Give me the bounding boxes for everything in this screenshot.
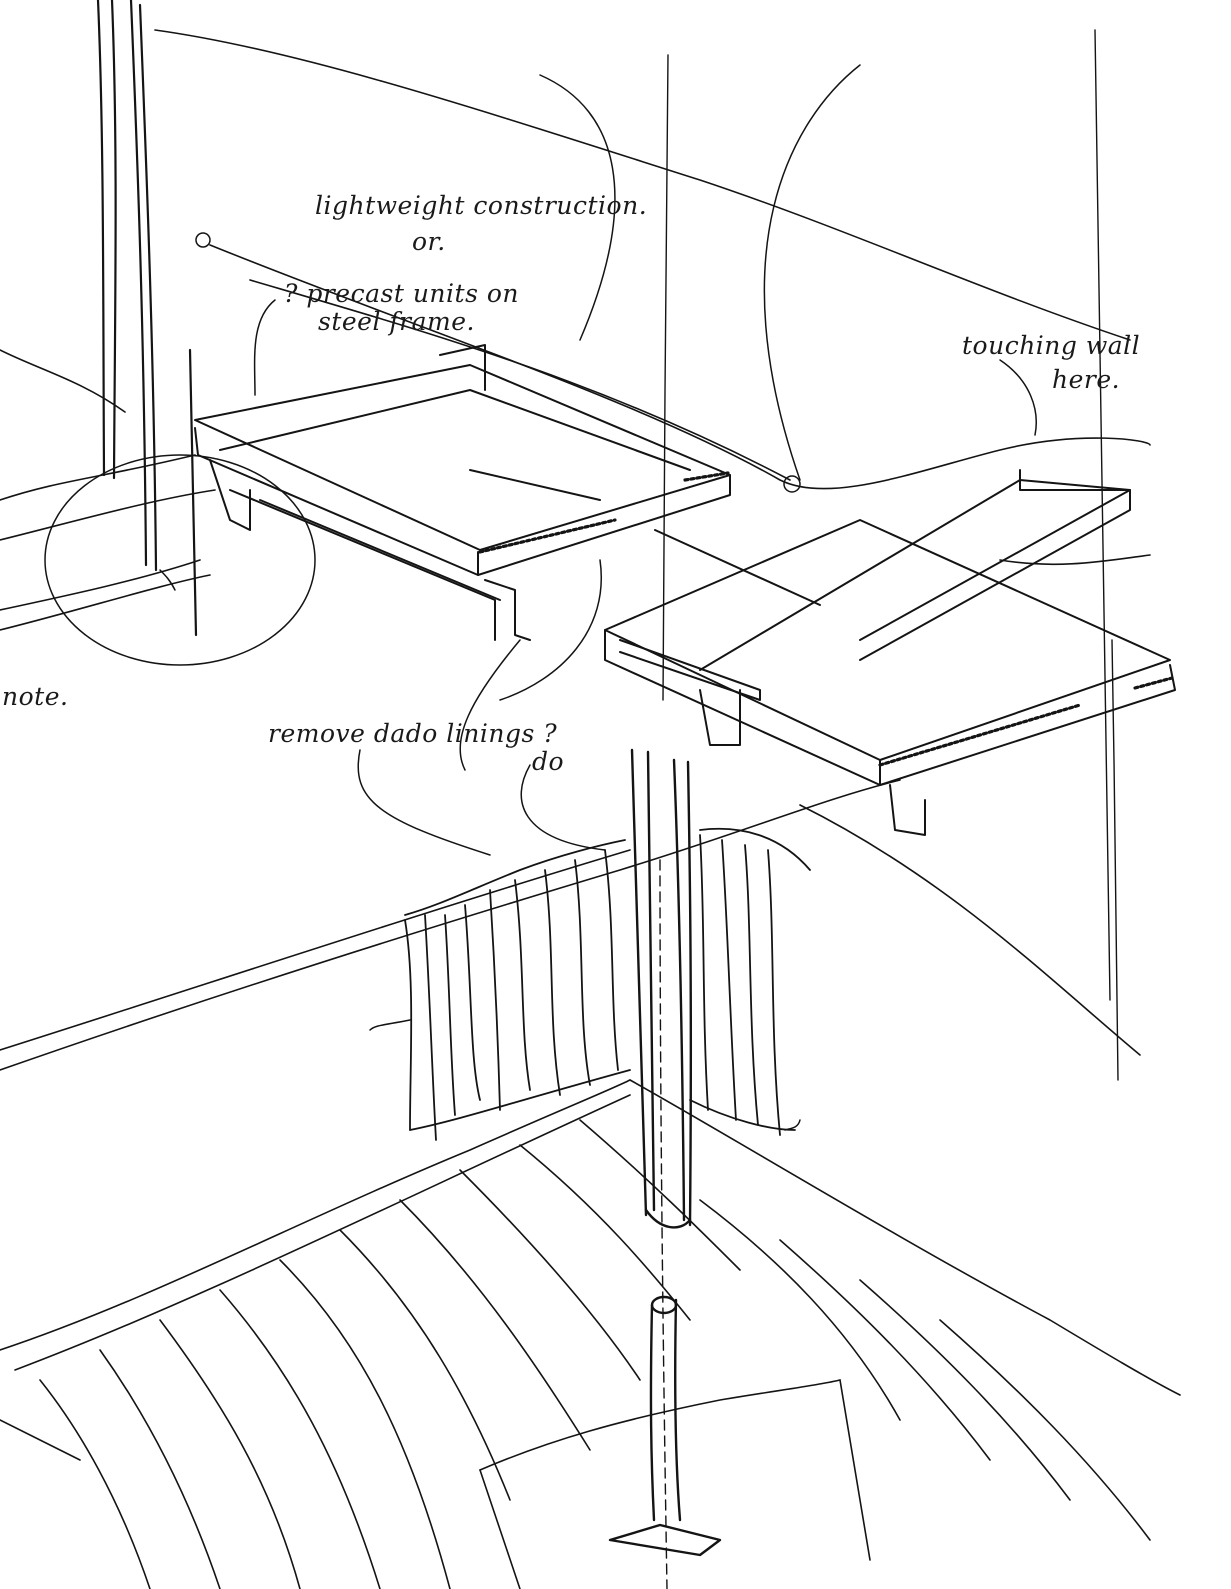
note-touching-wall-line1: touching wall [962, 331, 1140, 360]
precast-floor-unit-left [194, 344, 731, 641]
left-wall-edges [96, 0, 198, 637]
note-touching-wall-line2: here. [1052, 365, 1120, 394]
note-precast-units-line1: ? precast units on [284, 279, 519, 308]
note-remove-dado-linings: remove dado linings ? [268, 719, 557, 748]
precast-floor-unit-right [604, 469, 1176, 836]
note-precast-units-line2: steel frame. [318, 307, 475, 336]
note-lightweight-construction: lightweight construction. [315, 191, 647, 220]
leader-lines [44, 64, 1037, 1131]
ceiling-lines [0, 29, 1151, 631]
steel-column [608, 748, 722, 1557]
note-or: or. [412, 227, 446, 256]
note-ditto: do [532, 747, 564, 776]
floor-boards [0, 779, 1181, 1589]
guide-lines [659, 29, 1119, 1589]
dado-linings [404, 827, 811, 1141]
note-left-edge: note. [2, 682, 68, 711]
